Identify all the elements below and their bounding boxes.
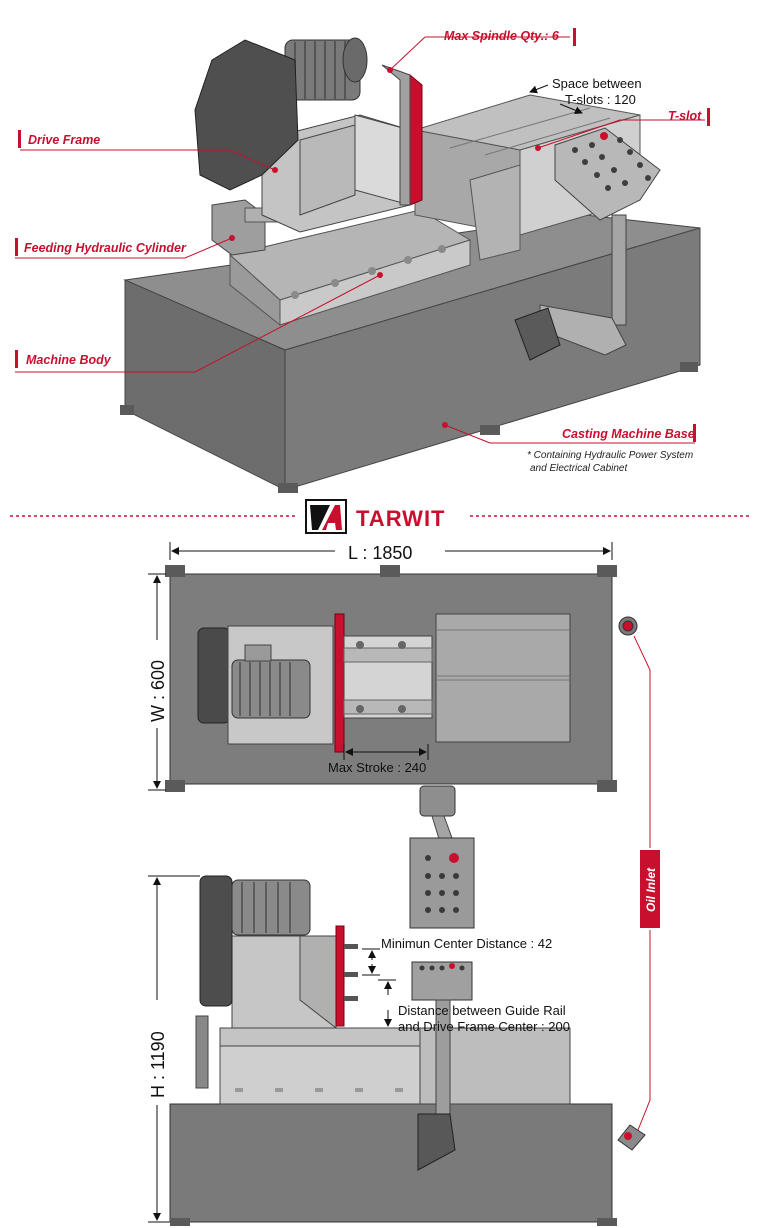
callout-feeding-cylinder: Feeding Hydraulic Cylinder	[24, 241, 187, 255]
top-view: L : 1850 W : 600	[148, 542, 638, 792]
callout-machine-body: Machine Body	[26, 353, 112, 367]
brand-name: TARWIT	[356, 506, 446, 531]
tarwit-logo: TA	[305, 499, 347, 534]
callout-tslot-space-2: T-slots : 120	[565, 92, 636, 107]
callout-casting-note-2: and Electrical Cabinet	[530, 463, 628, 474]
callout-casting-note-1: * Containing Hydraulic Power System	[527, 450, 693, 461]
brand-divider: TA TARWIT	[10, 499, 750, 534]
callout-max-spindle: Max Spindle Qty.: 6	[444, 29, 560, 43]
dim-height: H : 1190	[148, 1031, 168, 1098]
callout-casting-base: Casting Machine Base	[562, 427, 695, 441]
dim-width: W : 600	[148, 660, 168, 722]
callout-tslot-space-1: Space between	[552, 76, 642, 91]
oil-inlet-leader: Oil Inlet	[633, 635, 660, 1131]
front-view: H : 1190	[148, 785, 646, 1226]
callout-drive-frame: Drive Frame	[28, 133, 100, 147]
dim-min-center: Minimun Center Distance : 42	[381, 936, 552, 951]
dim-length: L : 1850	[348, 543, 412, 563]
dim-guide-rail-1: Distance between Guide Rail	[398, 1003, 566, 1018]
dim-guide-rail-2: and Drive Frame Center : 200	[398, 1019, 570, 1034]
dim-max-stroke: Max Stroke : 240	[328, 760, 426, 775]
isometric-view: Max Spindle Qty.: 6 Space between T-slot…	[15, 28, 710, 493]
callout-tslot: T-slot	[668, 109, 702, 123]
oil-inlet-label: Oil Inlet	[644, 867, 658, 912]
